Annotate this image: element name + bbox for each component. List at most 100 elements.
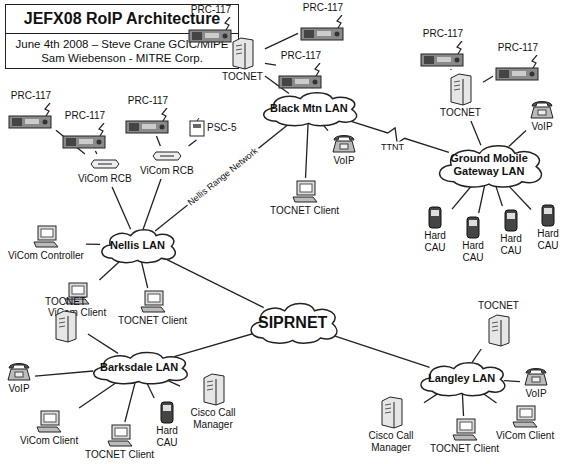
device-icon [8, 103, 54, 129]
workstation-node: TOCNET Client [270, 180, 339, 217]
device-icon [451, 418, 479, 442]
network-link [265, 33, 298, 49]
device-icon [465, 215, 481, 239]
phone-node: VoIP [522, 365, 550, 400]
network-link [143, 179, 161, 229]
server-node: TOCNET [440, 72, 481, 119]
network-link [112, 187, 131, 229]
network-link [174, 333, 256, 357]
device-label: TOCNET Client [85, 449, 154, 461]
device-icon [5, 360, 33, 382]
network-link [189, 140, 197, 146]
device-icon [511, 405, 539, 429]
network-link [495, 185, 502, 206]
device-label: TOCNET Client [118, 315, 187, 327]
device-icon [485, 313, 511, 347]
device-label: ViCom RCB [78, 173, 132, 185]
device-label: ViCom Controller [8, 250, 84, 262]
network-link [328, 334, 430, 368]
device-label: ViCom RCB [140, 165, 194, 177]
device-label: Hard CAU [458, 240, 488, 264]
server-node: TOCNET [222, 36, 263, 83]
lan-name: Langley LAN [428, 372, 495, 385]
device-label: TOCNET [478, 300, 519, 312]
device-icon [62, 123, 108, 149]
device-icon [528, 98, 556, 120]
network-link [162, 257, 264, 308]
device-label: TOCNET [440, 107, 481, 119]
device-icon [300, 15, 346, 41]
workstation-node: ViCom Controller [8, 225, 84, 262]
phone-node: VoIP [330, 132, 358, 167]
lan-cloud: Langley LAN [413, 358, 510, 398]
network-link [343, 119, 448, 152]
network-link [88, 334, 118, 353]
network-link [504, 380, 520, 382]
device-label: TOCNET Client [430, 443, 499, 455]
device-icon [495, 55, 541, 81]
handheld-node: Hard CAU [152, 400, 182, 449]
device-label: PRC-117 [423, 28, 463, 40]
radio-node: PRC-117 [420, 28, 466, 67]
device-label: ViCom Client [496, 430, 554, 442]
device-icon [52, 309, 78, 343]
lan-cloud: SIPRNET [243, 298, 342, 346]
lan-cloud: Barksdale LAN [85, 348, 193, 386]
handheld-node: Hard CAU [420, 205, 450, 254]
device-label: PRC-117 [498, 42, 538, 54]
network-link [156, 136, 160, 146]
device-icon [152, 148, 182, 164]
radio-node: PRC-117 [495, 42, 541, 81]
device-icon [35, 410, 63, 434]
workstation-node: TOCNET Client [430, 418, 499, 455]
network-link [306, 124, 309, 178]
device-icon [447, 72, 473, 106]
workstation-node: ViCom Client [20, 410, 78, 447]
device-icon [90, 156, 120, 172]
network-link [125, 382, 135, 422]
network-link [507, 184, 531, 210]
device-label: Hard CAU [533, 228, 563, 252]
device-icon [522, 365, 550, 387]
device-icon [188, 118, 206, 138]
handheld-node: Hard CAU [496, 208, 526, 257]
server-node: TOCNET [478, 300, 519, 347]
device-label: TOCNET Client [270, 205, 339, 217]
network-link [479, 185, 485, 213]
device-label: ViCom Client [20, 435, 78, 447]
lan-cloud: Ground Mobile Gateway LAN [430, 140, 548, 190]
network-link [86, 244, 100, 246]
device-label: VoIP [531, 121, 552, 133]
network-link [79, 381, 119, 408]
network-link [509, 130, 526, 146]
network-link [472, 349, 481, 362]
lan-name: Nellis LAN [110, 239, 165, 252]
rcb-node: ViCom RCB [140, 148, 194, 177]
device-label: PRC-117 [65, 110, 105, 122]
device-icon [330, 132, 358, 154]
handheld-node: Hard CAU [458, 215, 488, 264]
radio-node: PRC-117 [188, 4, 234, 43]
radio-node: PSC-5 [188, 118, 236, 138]
lan-name: SIPRNET [258, 313, 327, 332]
server-node: TOCNET [45, 296, 86, 343]
device-label: VoIP [8, 383, 29, 395]
device-label: PSC-5 [207, 122, 236, 134]
network-link [450, 69, 452, 70]
device-label: Cisco Call Manager [182, 407, 244, 431]
lan-name: Barksdale LAN [100, 361, 178, 374]
network-link [471, 121, 481, 145]
device-icon [188, 17, 234, 43]
link-label: Nellis Range Network [184, 144, 262, 209]
device-label: VoIP [333, 155, 354, 167]
device-label: TOCNET [222, 71, 263, 83]
network-link [99, 260, 121, 280]
device-icon [278, 63, 324, 89]
phone-node: VoIP [5, 360, 33, 395]
lan-cloud: Black Mtn LAN [255, 88, 363, 128]
device-label: VoIP [525, 388, 546, 400]
server-node: Cisco Call Manager [182, 372, 244, 431]
lan-name: Ground Mobile Gateway LAN [447, 152, 531, 178]
phone-node: VoIP [528, 98, 556, 133]
device-label: PRC-117 [191, 4, 231, 16]
